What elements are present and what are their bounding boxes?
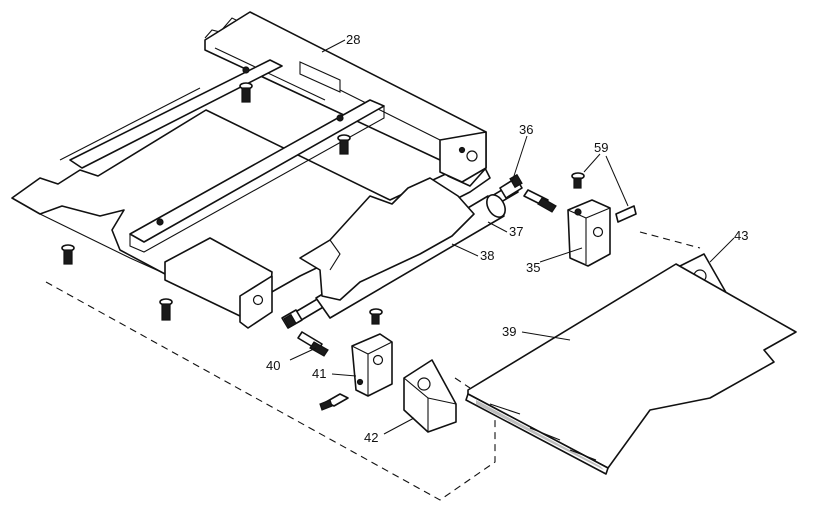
cross-rails <box>69 59 385 253</box>
screw-icon <box>61 244 75 265</box>
screw-icon <box>159 298 173 321</box>
bearing-block-part-35 <box>567 172 637 267</box>
bearing-block-part-41 <box>319 308 393 411</box>
top-channel-part-28 <box>204 11 487 187</box>
callout-labels: 28 36 59 37 38 35 43 39 40 41 42 <box>266 32 748 445</box>
frame-screws <box>61 82 351 321</box>
callout-28: 28 <box>346 32 360 47</box>
callout-39: 39 <box>502 324 516 339</box>
screw-icon <box>615 205 637 223</box>
callout-35: 35 <box>526 260 540 275</box>
callout-37: 37 <box>509 224 523 239</box>
roller-assembly <box>281 173 523 329</box>
screw-icon <box>571 172 585 189</box>
bolt-icon <box>523 189 557 213</box>
screw-icon <box>337 134 351 155</box>
shaft-end-fitting-36 <box>499 173 523 199</box>
callout-40: 40 <box>266 358 280 373</box>
callout-41: 41 <box>312 366 326 381</box>
callout-59: 59 <box>594 140 608 155</box>
screw-icon <box>369 308 383 325</box>
bolts <box>297 189 557 357</box>
leader-lines <box>289 39 735 435</box>
lower-channel-bracket <box>164 237 273 329</box>
shaft-end-fitting-left <box>281 309 303 329</box>
board-part-39 <box>465 263 797 475</box>
callout-36: 36 <box>519 122 533 137</box>
screw-icon <box>319 393 349 411</box>
callout-42: 42 <box>364 430 378 445</box>
bolt-icon <box>297 331 329 357</box>
screw-icon <box>239 82 253 103</box>
support-block-part-42 <box>403 359 457 433</box>
callout-38: 38 <box>480 248 494 263</box>
assembly-dashed-outline <box>45 231 701 501</box>
callout-43: 43 <box>734 228 748 243</box>
